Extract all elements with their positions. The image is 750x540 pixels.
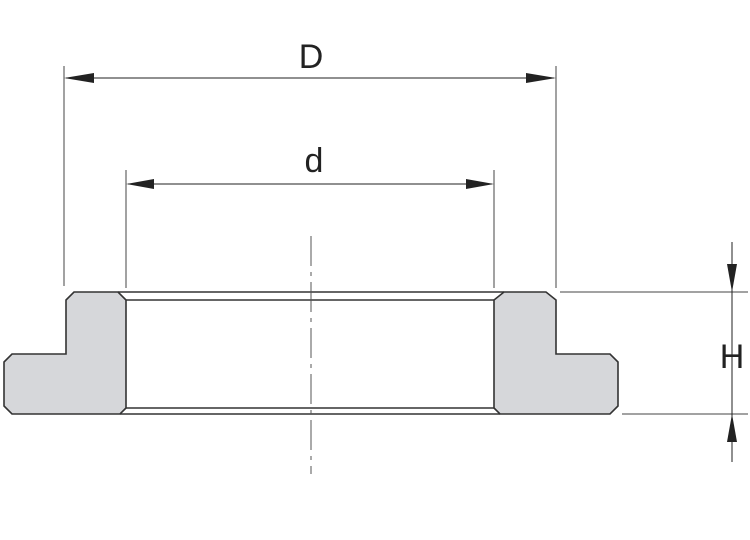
arrowhead-inner-right [466,179,494,189]
arrowhead-height-top [727,264,737,292]
arrowhead-inner-left [126,179,154,189]
inner-diameter-label: d [305,142,324,180]
arrowhead-outer-left [64,73,94,83]
height-label: H [720,338,745,376]
arrowhead-height-bottom [727,414,737,442]
outer-diameter-label: D [299,38,324,76]
arrowhead-outer-right [526,73,556,83]
arrowheads [64,73,737,442]
right-section [493,291,619,415]
extension-lines [63,66,748,415]
left-section [3,291,127,415]
